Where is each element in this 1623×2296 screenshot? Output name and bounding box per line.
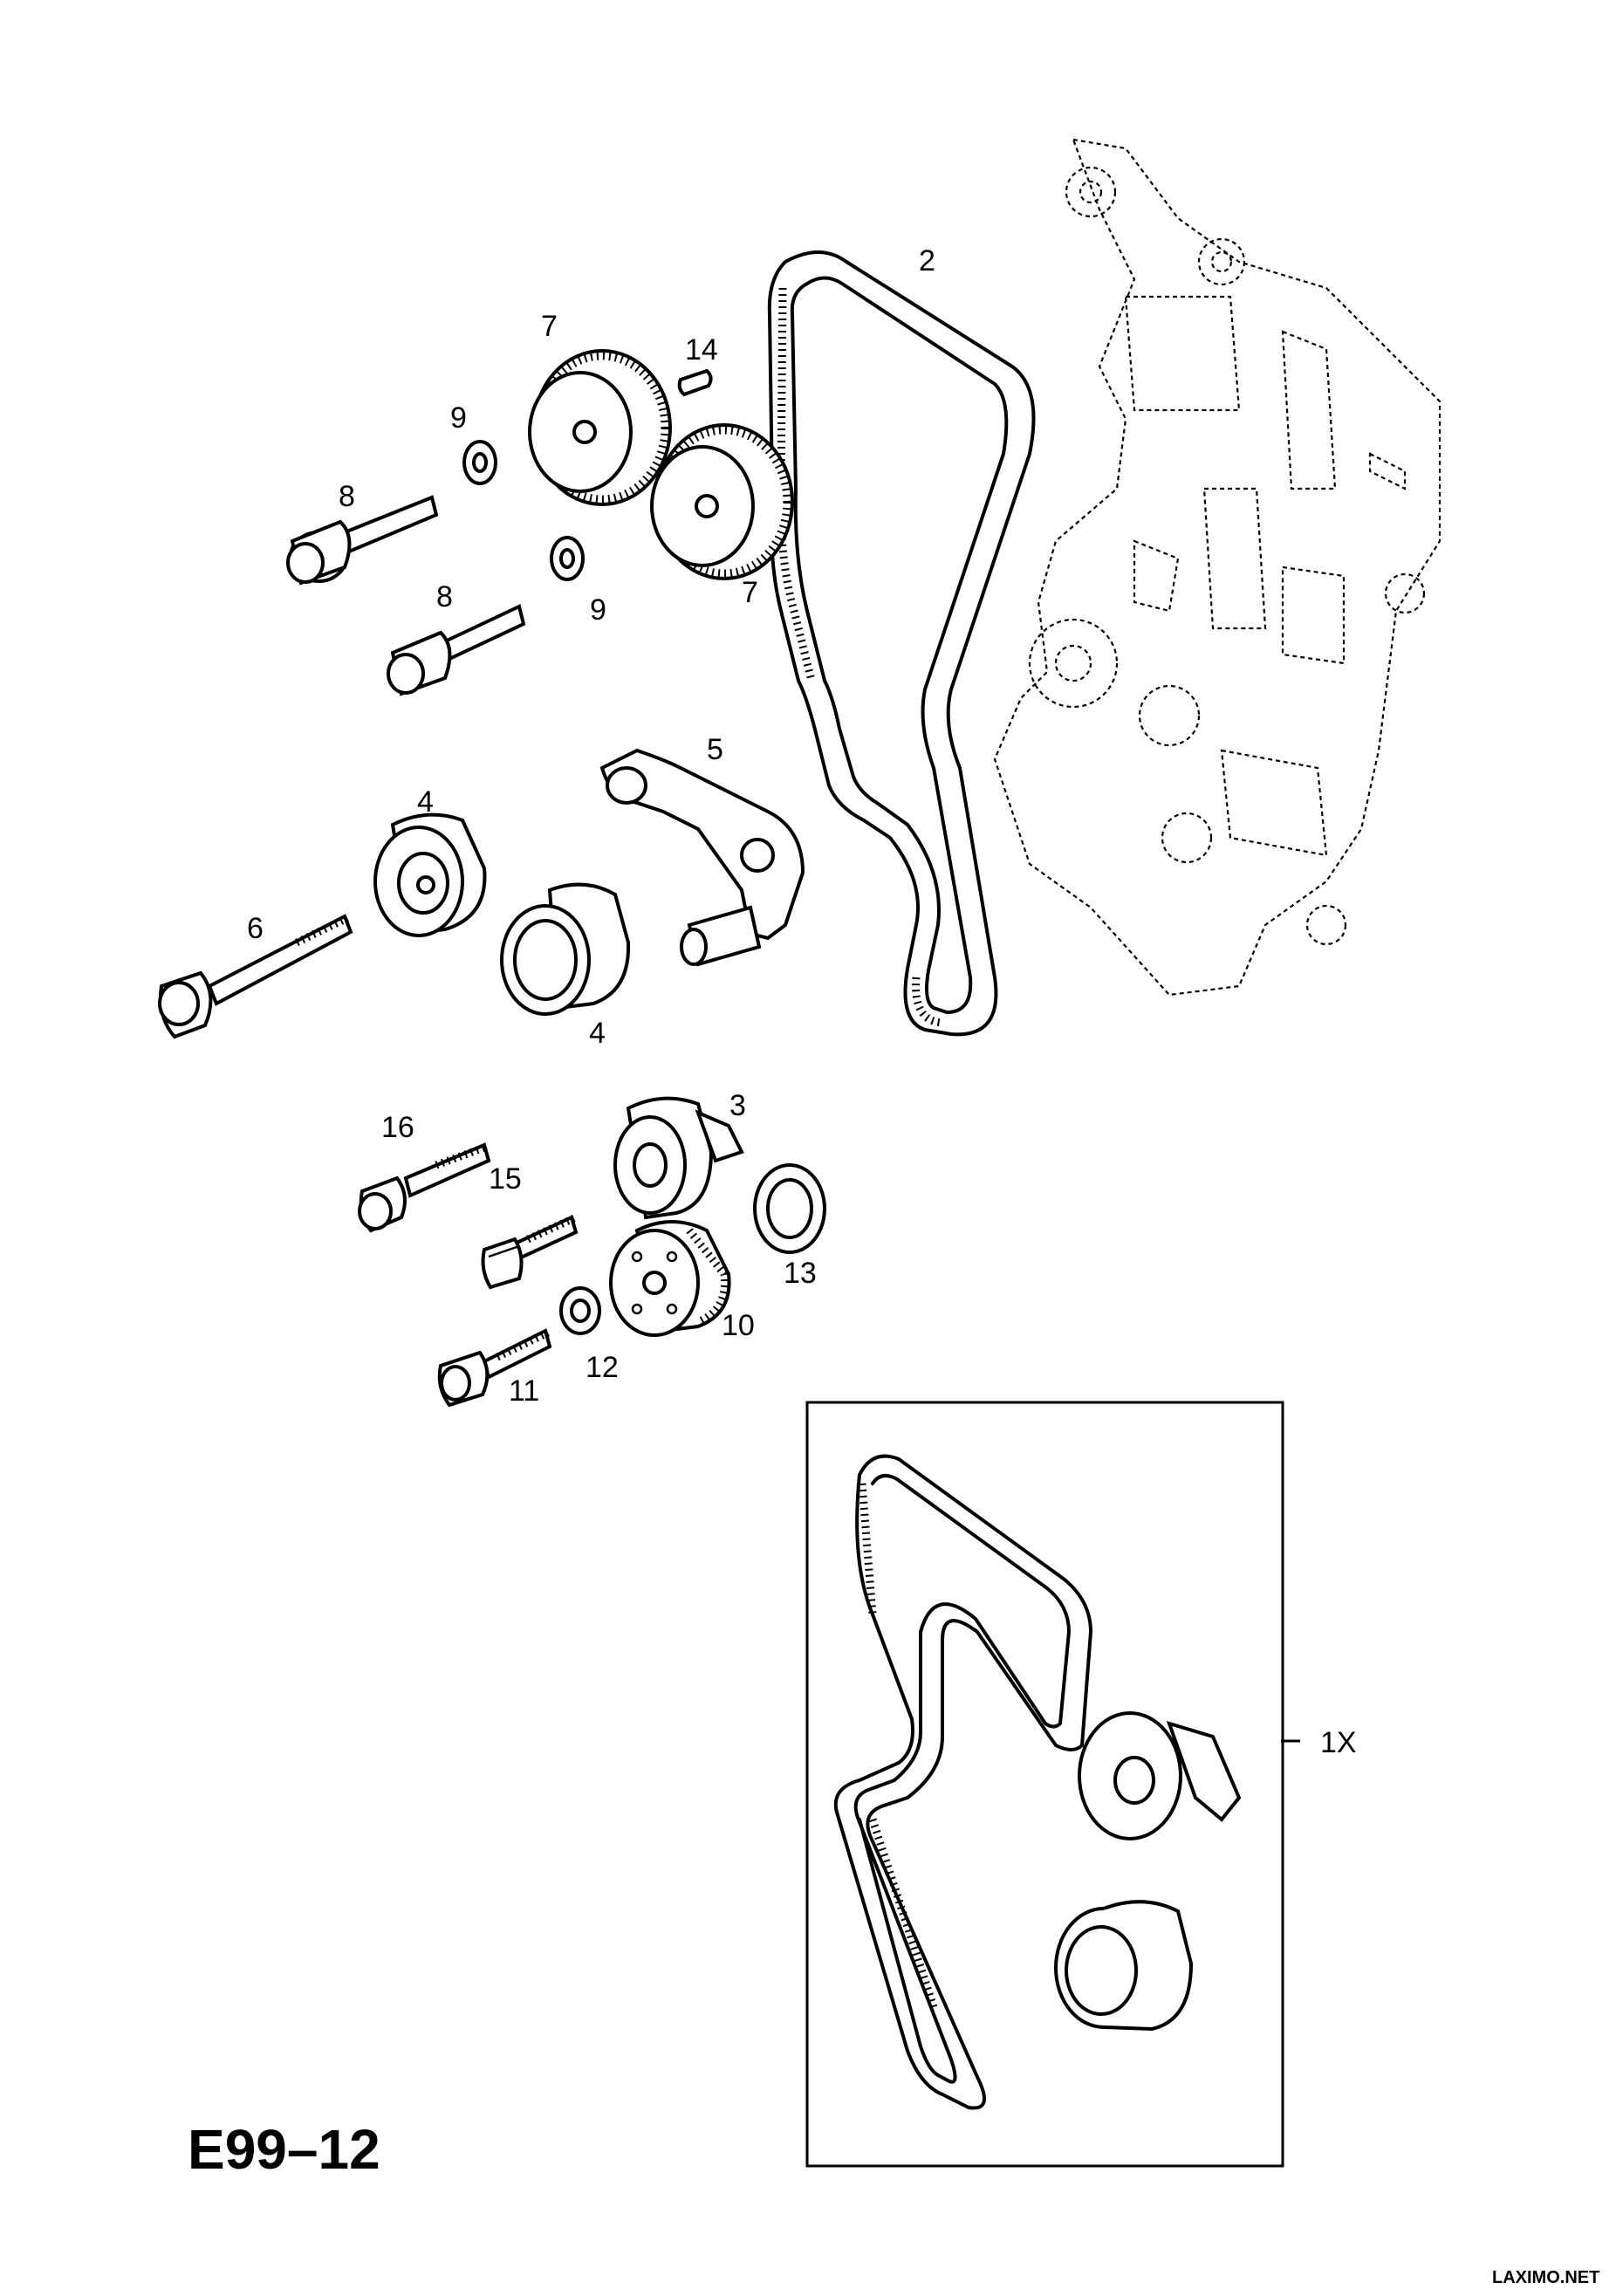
bolt-upper (286, 495, 439, 586)
crankshaft-sprocket (609, 1220, 731, 1337)
callout-tensioner: 3 (729, 1089, 746, 1122)
washer-upper (462, 440, 497, 485)
bolt-16 (358, 1142, 491, 1233)
callout-bolt-16: 16 (381, 1111, 414, 1144)
callout-bolt-15: 15 (489, 1162, 522, 1196)
callout-sprocket: 10 (722, 1309, 755, 1342)
callout-long-bolt: 6 (247, 912, 264, 945)
timing-belt (767, 250, 1036, 1037)
washer-lower (550, 536, 585, 581)
callout-bolt-11: 11 (509, 1374, 539, 1408)
callout-pin: 14 (685, 333, 718, 367)
callout-pulley-bottom: 7 (742, 576, 758, 609)
callout-bolt-top: 8 (339, 480, 355, 513)
callout-idler-bottom: 4 (589, 1017, 606, 1050)
oil-seal (753, 1163, 826, 1254)
idler-pulley-lower (500, 882, 631, 1016)
callout-pulley-top: 7 (541, 310, 558, 343)
camshaft-pulley-lower (650, 423, 794, 580)
camshaft-pulley-upper (528, 349, 672, 506)
tensioner-pulley (613, 1096, 744, 1220)
bolt-15 (481, 1214, 579, 1290)
callout-belt: 2 (919, 244, 935, 278)
watermark: LAXIMO.NET (1492, 2268, 1599, 2287)
washer-12 (559, 1286, 601, 1335)
diagram-code: E99–12 (188, 2118, 380, 2181)
callout-bolt-bottom: 8 (436, 580, 453, 613)
bolt-11 (437, 1328, 552, 1408)
long-bolt (158, 914, 353, 1039)
callout-washer-top: 9 (450, 401, 467, 435)
engine-block-outline (993, 138, 1442, 997)
idler-pulley-upper (373, 812, 487, 937)
dowel-pin (677, 368, 713, 397)
callout-washer-12: 12 (586, 1351, 619, 1384)
kit-box (805, 1401, 1300, 2168)
callout-kit: 1X (1320, 1726, 1357, 1759)
tensioner-bracket (599, 748, 805, 967)
callout-washer-bottom: 9 (590, 593, 606, 627)
callout-seal: 13 (784, 1257, 817, 1290)
bolt-lower (387, 604, 526, 696)
callout-bracket: 5 (707, 733, 723, 766)
callout-idler-top: 4 (417, 785, 434, 819)
